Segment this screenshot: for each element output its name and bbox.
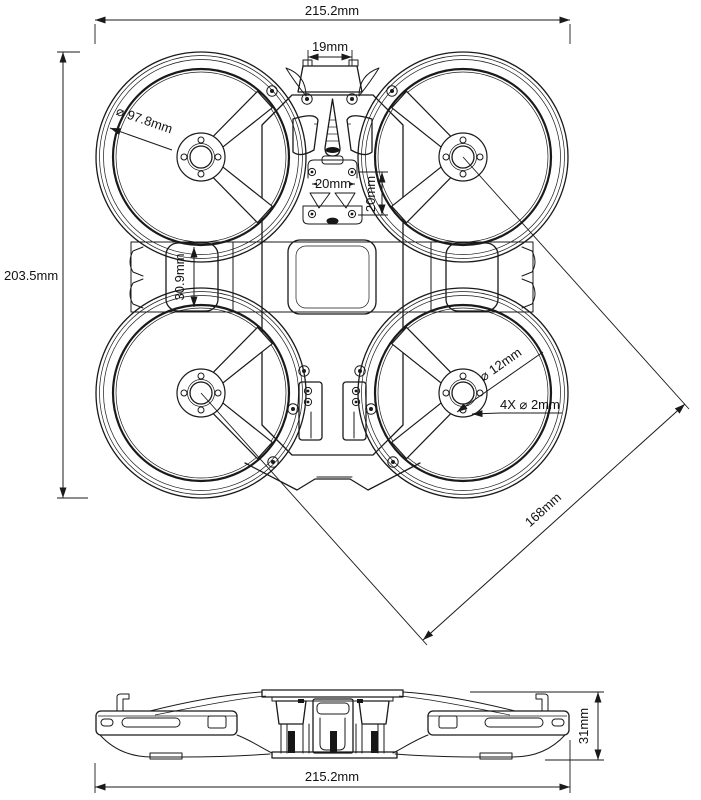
- stack-height-label: 20mm: [363, 176, 378, 212]
- stack-width-label: 20mm: [315, 176, 351, 191]
- side-antenna-left: [288, 731, 295, 753]
- dimension-side-height: 31mm: [470, 691, 604, 761]
- dimension-stack-height: 20mm: [358, 171, 388, 216]
- brace-height-label: 30.9mm: [172, 254, 187, 301]
- motor-diagonal-label: 168mm: [522, 490, 564, 530]
- top-width-label: 215.2mm: [305, 3, 359, 18]
- strap-slots: [298, 381, 367, 441]
- side-left-duct: [95, 693, 238, 736]
- side-right-duct: [427, 693, 570, 736]
- side-stack: [275, 698, 390, 754]
- dimension-overall-height: 203.5mm: [4, 51, 88, 499]
- dimension-camera-width: 19mm: [307, 39, 353, 66]
- dimension-brace-height: 30.9mm: [172, 247, 198, 307]
- motor-bottom-left: [176, 326, 273, 460]
- dimension-duct-diameter: ⌀ 97.8mm: [109, 103, 175, 151]
- side-belly: [99, 734, 566, 760]
- side-canopy: [149, 689, 516, 716]
- antenna: [321, 98, 344, 165]
- hub-holes-label: 4X ⌀ 2mm: [500, 397, 560, 412]
- motor-top-left: [176, 90, 273, 224]
- side-view: [95, 689, 570, 760]
- left-fin: [292, 115, 319, 156]
- top-view: [94, 50, 570, 500]
- side-antenna-right: [371, 731, 378, 753]
- camera-mount: [285, 59, 380, 105]
- fc-stack: [302, 159, 363, 225]
- camera-width-label: 19mm: [312, 39, 348, 54]
- side-antenna-center: [330, 731, 337, 753]
- overall-height-label: 203.5mm: [4, 268, 58, 283]
- body-screws: [253, 85, 412, 415]
- bottom-width-label: 215.2mm: [305, 769, 359, 784]
- right-fin: [346, 115, 373, 156]
- duct-diameter-label: ⌀ 97.8mm: [114, 103, 174, 136]
- dimension-stack-width: 20mm: [312, 176, 355, 191]
- battery-plate: [287, 239, 377, 315]
- dimension-bottom-width: 215.2mm: [94, 740, 571, 793]
- hub-diameter-label: ⌀ 12mm: [477, 345, 525, 385]
- canopy-plate: [232, 94, 432, 456]
- side-height-label: 31mm: [576, 708, 591, 744]
- motor-top-right: [391, 90, 488, 224]
- rear-edge: [244, 456, 421, 491]
- motor-bottom-right: [391, 326, 488, 460]
- dimension-top-width: 215.2mm: [94, 3, 571, 44]
